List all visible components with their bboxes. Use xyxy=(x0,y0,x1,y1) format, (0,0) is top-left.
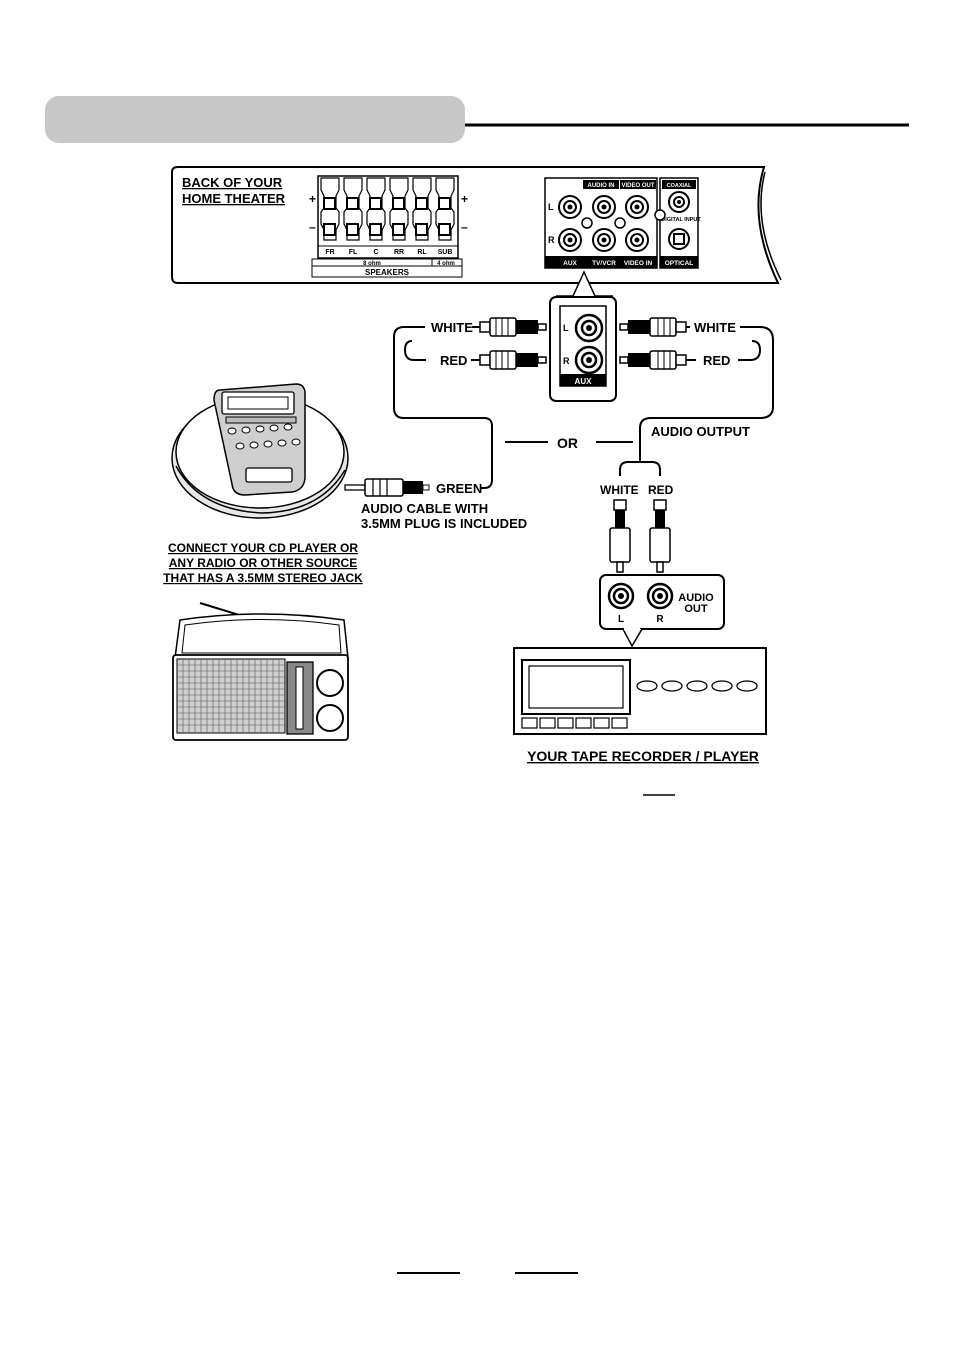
tape-caption: YOUR TAPE RECORDER / PLAYER xyxy=(527,748,759,764)
home-theater-title-line2: HOME THEATER xyxy=(182,191,286,206)
rca-plug-red-right xyxy=(619,350,687,370)
impedance-main-label: 8 ohm xyxy=(363,261,381,267)
aux-zoom-label: AUX xyxy=(575,377,593,386)
speaker-label-rr: RR xyxy=(394,249,404,256)
svg-text:–: – xyxy=(461,220,468,234)
white-plug-label: WHITE xyxy=(600,483,639,497)
cable-wiring xyxy=(393,326,774,489)
aux-zoom-left-label: L xyxy=(563,323,569,333)
cd-player-illustration xyxy=(171,383,349,519)
speaker-terminal-rl[interactable] xyxy=(412,177,432,241)
or-label: OR xyxy=(557,435,578,451)
cd-caption-line2: ANY RADIO OR OTHER SOURCE xyxy=(169,556,357,570)
aux-zoom-right-jack[interactable] xyxy=(574,345,604,375)
tv-vcr-left-jack[interactable] xyxy=(592,195,616,219)
speaker-terminal-fr[interactable] xyxy=(320,177,340,241)
svg-text:AUX: AUX xyxy=(563,260,577,267)
svg-text:+: + xyxy=(309,192,316,206)
tape-audio-out-callout: L R AUDIO OUT xyxy=(599,574,725,648)
speaker-terminal-c[interactable] xyxy=(366,177,386,241)
cd-caption-line1: CONNECT YOUR CD PLAYER OR xyxy=(168,541,358,555)
speaker-label-fr: FR xyxy=(325,249,334,256)
speaker-terminal-fl[interactable] xyxy=(343,177,363,241)
video-out-jack[interactable] xyxy=(625,195,649,219)
speaker-terminal-block: + – + – xyxy=(309,175,468,278)
tv-vcr-right-jack[interactable] xyxy=(592,228,616,252)
green-cable-label: GREEN xyxy=(436,481,482,496)
home-theater-title-line1: BACK OF YOUR xyxy=(182,175,283,190)
svg-text:L: L xyxy=(548,202,554,212)
speaker-label-rl: RL xyxy=(417,249,427,256)
speaker-terminal-rr[interactable] xyxy=(389,177,409,241)
tape-right-jack[interactable] xyxy=(646,582,674,610)
red-plug-label: RED xyxy=(648,483,674,497)
cable-note-line1: AUDIO CABLE WITH xyxy=(361,501,488,516)
rca-plug-white-tape xyxy=(609,499,631,573)
svg-text:DIGITAL INPUT: DIGITAL INPUT xyxy=(661,217,701,223)
svg-text:R: R xyxy=(548,235,555,245)
svg-text:VIDEO IN: VIDEO IN xyxy=(624,260,653,267)
tape-left-jack[interactable] xyxy=(607,582,635,610)
coaxial-jack[interactable] xyxy=(668,191,690,213)
svg-text:COAXIAL: COAXIAL xyxy=(667,183,692,189)
tape-left-label: L xyxy=(618,614,624,625)
aux-right-jack[interactable] xyxy=(558,228,582,252)
home-theater-back-panel: BACK OF YOUR HOME THEATER + – + – xyxy=(171,166,782,284)
red-cable-label-right: RED xyxy=(703,353,730,368)
tape-recorder-illustration xyxy=(513,647,767,735)
white-cable-label-left: WHITE xyxy=(431,320,473,335)
speaker-terminal-sub[interactable] xyxy=(435,177,455,241)
radio-illustration xyxy=(172,602,349,741)
cd-caption-line3: THAT HAS A 3.5MM STEREO JACK xyxy=(163,571,363,585)
aux-zoom-callout: AUX L R xyxy=(549,270,617,402)
svg-text:VIDEO OUT: VIDEO OUT xyxy=(621,183,654,189)
svg-text:–: – xyxy=(309,220,316,234)
aux-left-jack[interactable] xyxy=(558,195,582,219)
svg-text:+: + xyxy=(461,192,468,206)
cable-note-line2: 3.5MM PLUG IS INCLUDED xyxy=(361,516,527,531)
audio-output-label: AUDIO OUTPUT xyxy=(651,424,750,439)
red-cable-label-left: RED xyxy=(440,353,467,368)
svg-text:AUDIO IN: AUDIO IN xyxy=(588,183,615,189)
rca-plug-red-left xyxy=(479,350,547,370)
svg-text:OPTICAL: OPTICAL xyxy=(665,260,694,267)
input-jack-panel: AUDIO IN VIDEO OUT COAXIAL AUX TV/VCR VI… xyxy=(544,177,701,269)
rca-plug-white-left xyxy=(479,317,547,337)
tape-right-label: R xyxy=(656,614,664,625)
section-header-bar xyxy=(45,96,465,143)
tape-audio-out-line1: AUDIO xyxy=(678,592,714,604)
svg-text:TV/VCR: TV/VCR xyxy=(592,260,616,267)
speaker-label-sub: SUB xyxy=(438,249,453,256)
white-cable-label-right: WHITE xyxy=(694,320,736,335)
impedance-sub-label: 4 ohm xyxy=(437,261,455,267)
speaker-label-c: C xyxy=(373,249,378,256)
mini-jack-plug-green xyxy=(344,478,430,497)
rca-plug-red-tape xyxy=(649,499,671,573)
aux-zoom-right-label: R xyxy=(563,356,570,366)
speakers-label: SPEAKERS xyxy=(365,268,410,277)
tape-audio-out-line2: OUT xyxy=(684,603,708,615)
optical-jack[interactable] xyxy=(668,228,690,250)
rca-plug-white-right xyxy=(619,317,687,337)
aux-zoom-left-jack[interactable] xyxy=(574,313,604,343)
speaker-label-fl: FL xyxy=(349,249,358,256)
video-in-jack[interactable] xyxy=(625,228,649,252)
